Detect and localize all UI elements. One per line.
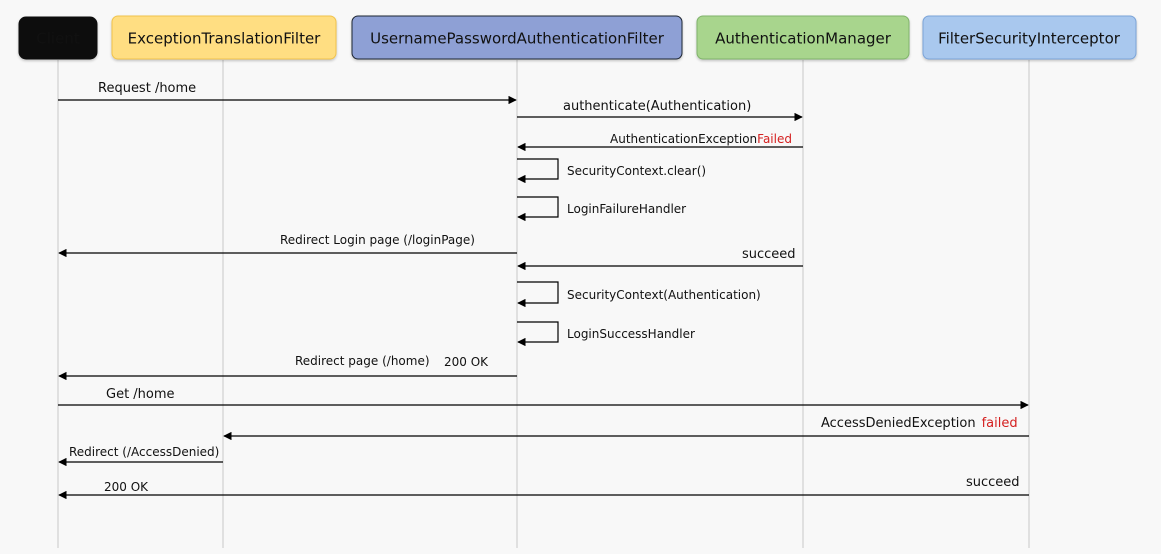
message-redirect-page-home: Redirect page (/home) 200 OK — [58, 354, 517, 381]
self-message-login-success-handler: LoginSuccessHandler — [517, 321, 695, 347]
self-message-security-context-authentication: SecurityContext(Authentication) — [517, 281, 761, 308]
client-label: Client — [36, 30, 80, 48]
redirect-access-denied-label: Redirect (/AccessDenied) — [69, 445, 219, 459]
login-success-handler-label: LoginSuccessHandler — [567, 327, 695, 341]
message-access-denied-exception: AccessDeniedException failed — [223, 416, 1029, 441]
access-denied-exception-label: AccessDeniedException failed — [821, 416, 1018, 431]
login-failure-handler-label: LoginFailureHandler — [567, 202, 686, 216]
failed-status-2: failed — [982, 416, 1018, 431]
actor-filter-security-interceptor: FilterSecurityInterceptor — [922, 15, 1137, 60]
succeed-status-2: succeed — [966, 475, 1020, 490]
authentication-manager-label: AuthenticationManager — [715, 30, 892, 48]
redirect-page-home-label: Redirect page (/home) — [295, 354, 430, 368]
self-message-login-failure-handler: LoginFailureHandler — [517, 196, 686, 222]
message-request-home: Request /home — [58, 81, 517, 105]
message-get-home: Get /home — [58, 387, 1029, 410]
actor-client: Client — [18, 16, 98, 60]
message-authenticate: authenticate(Authentication) — [517, 99, 803, 122]
request-home-label: Request /home — [98, 81, 196, 96]
actor-exception-translation-filter: ExceptionTranslationFilter — [111, 15, 337, 60]
access-denied-exception-text: AccessDeniedException — [821, 416, 976, 431]
succeed-status-1: succeed — [742, 247, 796, 262]
authentication-exception-label: AuthenticationExceptionFailed — [610, 132, 792, 146]
ok-200-label-2: 200 OK — [104, 480, 149, 494]
message-redirect-access-denied: Redirect (/AccessDenied) — [58, 445, 223, 467]
get-home-label: Get /home — [106, 387, 175, 402]
filter-security-interceptor-label: FilterSecurityInterceptor — [938, 30, 1121, 48]
ok-200-label-1: 200 OK — [444, 355, 489, 369]
exception-translation-filter-label: ExceptionTranslationFilter — [128, 30, 322, 48]
message-succeed-authentication: succeed — [517, 247, 803, 271]
message-authentication-exception: AuthenticationExceptionFailed — [517, 132, 803, 152]
security-context-clear-label: SecurityContext.clear() — [567, 164, 706, 178]
security-context-authentication-label: SecurityContext(Authentication) — [567, 288, 761, 302]
authentication-exception-text: AuthenticationException — [610, 132, 757, 146]
authenticate-label: authenticate(Authentication) — [563, 99, 751, 114]
actor-username-password-authentication-filter: UsernamePasswordAuthenticationFilter — [351, 15, 683, 60]
message-final-200-ok: 200 OK succeed — [58, 475, 1029, 500]
self-message-security-context-clear: SecurityContext.clear() — [517, 158, 706, 184]
username-password-authentication-filter-label: UsernamePasswordAuthenticationFilter — [370, 30, 665, 48]
actor-authentication-manager: AuthenticationManager — [696, 15, 910, 60]
redirect-login-page-label: Redirect Login page (/loginPage) — [280, 233, 475, 247]
message-redirect-login-page: Redirect Login page (/loginPage) — [58, 233, 517, 258]
failed-status-1: Failed — [757, 132, 792, 146]
